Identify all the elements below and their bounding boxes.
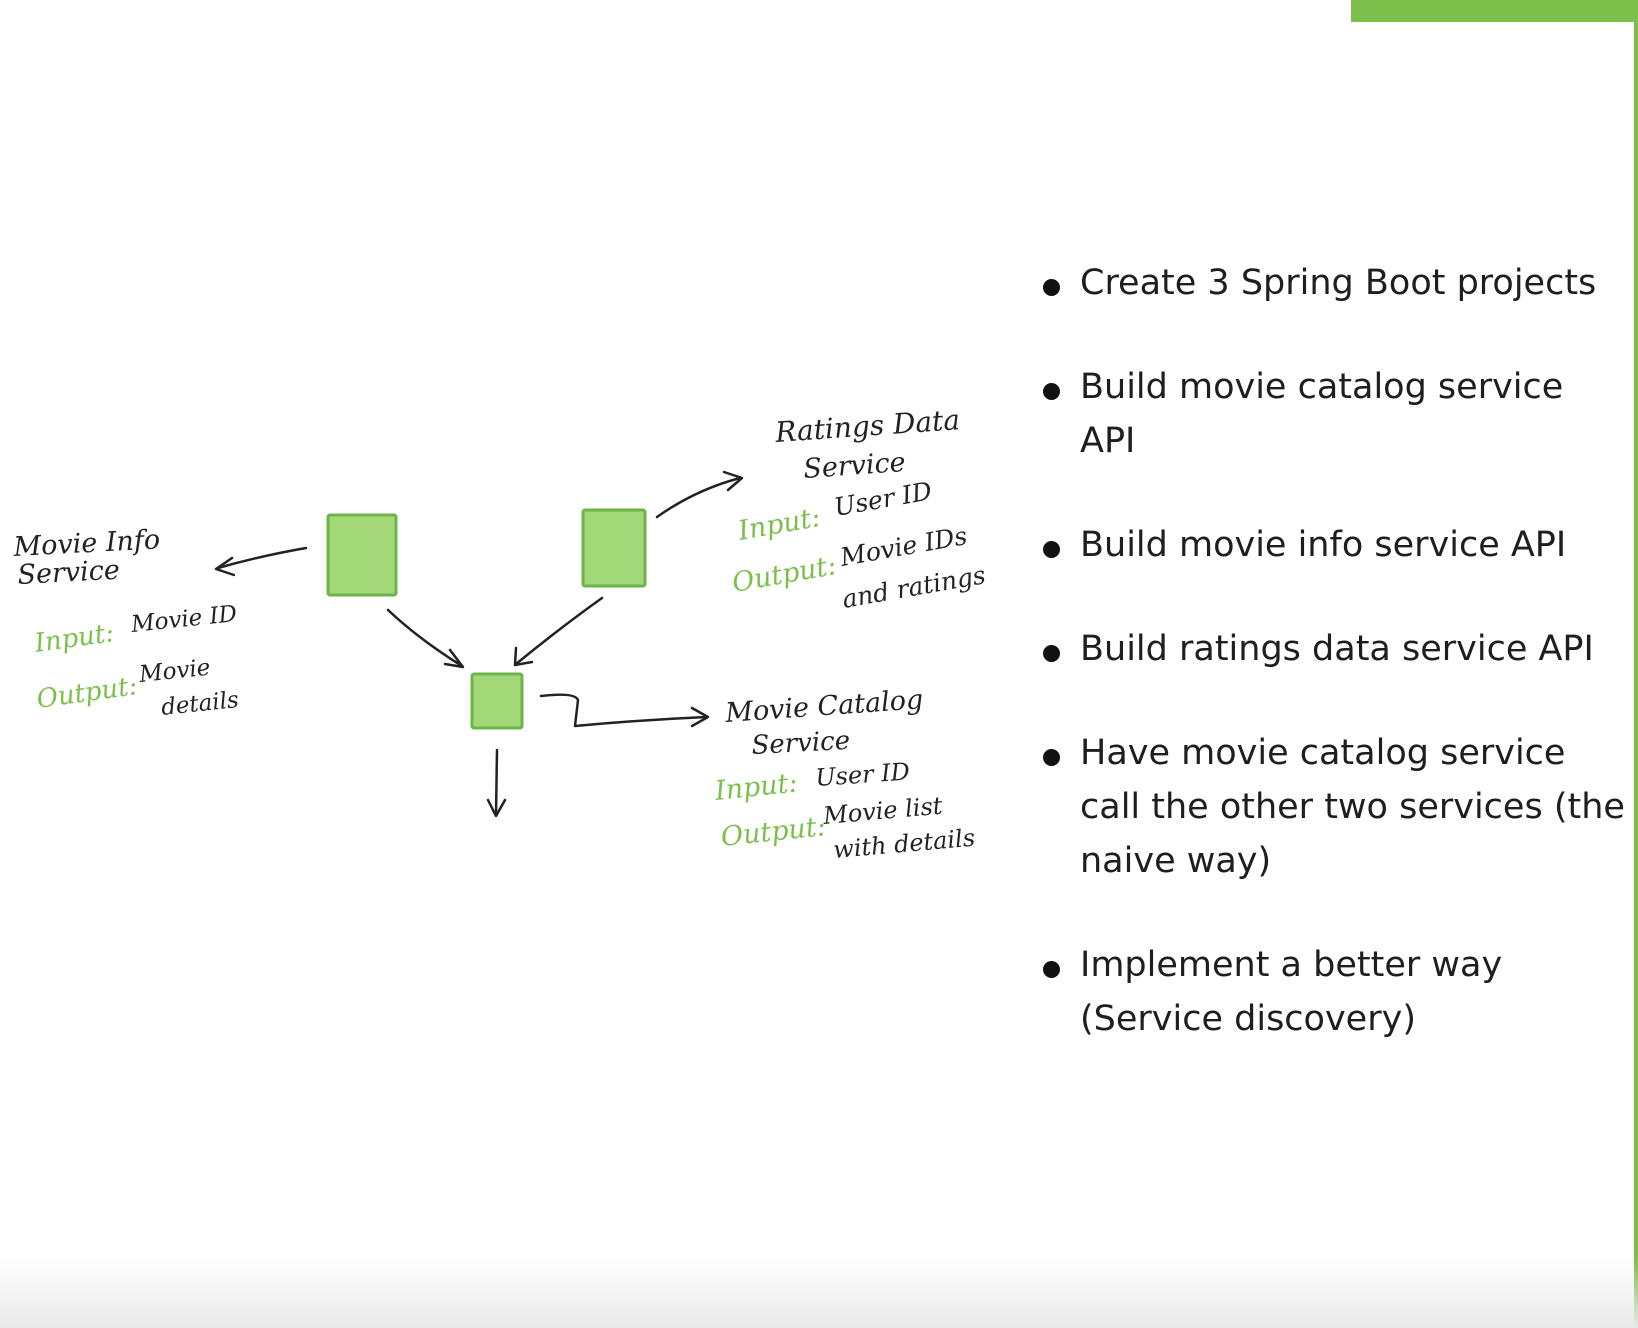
ratings-data-title-line1: Ratings Data [773, 403, 961, 449]
bullet-item: Build movie info service API [1040, 518, 1630, 572]
bullet-item: Build ratings data service API [1040, 622, 1630, 676]
ratings-data-input-value: User ID [832, 476, 934, 522]
ratings-data-box [581, 508, 647, 588]
arrow-to-ratings-data-head [722, 470, 744, 492]
ratings-data-title-line2: Service [802, 447, 906, 485]
movie-info-annotation: Movie Info Service Input: Movie ID Outpu… [12, 524, 240, 721]
movie-catalog-input-value: User ID [814, 757, 910, 792]
right-accent-edge [1634, 0, 1638, 1328]
movie-info-title-line1: Movie Info [12, 524, 161, 563]
bullet-item: Have movie catalog service call the othe… [1040, 726, 1630, 888]
bullet-item: Build movie catalog service API [1040, 360, 1630, 468]
movie-catalog-output-label: Output: [719, 811, 827, 853]
bullet-item: Implement a better way (Service discover… [1040, 938, 1630, 1046]
ratings-data-annotation: Ratings Data Service Input: User ID Outp… [730, 403, 988, 614]
ratings-data-input-label: Input: [735, 502, 823, 547]
arrow-to-ratings-data [655, 476, 742, 519]
arrow-info-to-catalog-head [443, 648, 465, 669]
movie-info-box [326, 513, 398, 597]
arrow-catalog-to-service-head [690, 706, 710, 728]
movie-catalog-title-line2: Service [751, 726, 851, 761]
arrow-ratings-to-catalog-head [513, 646, 534, 667]
bottom-shadow [0, 1258, 1638, 1328]
movie-catalog-output-value-line1: Movie list [821, 792, 944, 830]
arrow-to-movie-info [216, 546, 308, 570]
movie-info-input-label: Input: [32, 618, 116, 659]
ratings-data-output-label: Output: [730, 550, 839, 599]
movie-info-input-value: Movie ID [129, 601, 238, 638]
movie-catalog-input-label: Input: [712, 767, 798, 807]
movie-info-output-label: Output: [35, 671, 139, 715]
movie-catalog-output-value-line2: with details [832, 824, 976, 864]
arrow-down-output-head [486, 798, 507, 818]
movie-catalog-annotation: Movie Catalog Service Input: User ID Out… [712, 684, 976, 864]
movie-catalog-title-line1: Movie Catalog [723, 684, 924, 729]
movie-info-output-value-line2: details [160, 687, 240, 721]
arrow-ratings-to-catalog [514, 596, 604, 666]
movie-info-title-line2: Service [17, 555, 121, 591]
top-accent-bar [1351, 0, 1638, 22]
arrow-to-movie-info-head [214, 556, 236, 577]
ratings-data-output-value-line1: Movie IDs [837, 521, 969, 572]
arrow-catalog-to-service [539, 693, 708, 728]
arrow-down-output [494, 748, 499, 817]
movie-catalog-box [470, 672, 524, 730]
task-bullet-list: Create 3 Spring Boot projects Build movi… [1040, 256, 1630, 1096]
movie-info-output-value-line1: Movie [137, 655, 212, 688]
bullet-item: Create 3 Spring Boot projects [1040, 256, 1630, 310]
arrow-info-to-catalog [386, 608, 464, 668]
